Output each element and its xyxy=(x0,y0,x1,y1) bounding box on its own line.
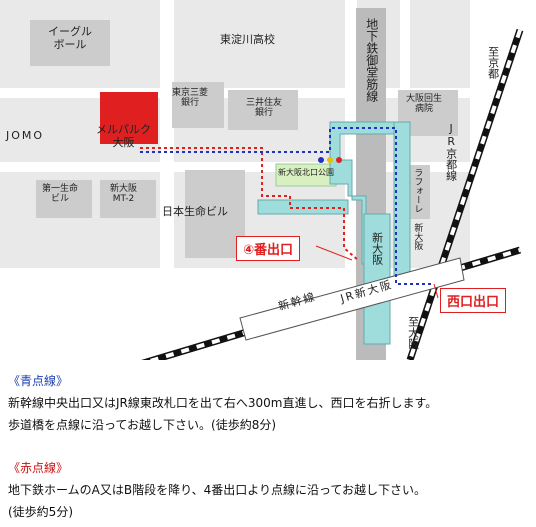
access-map xyxy=(0,0,524,360)
label-higashi-yodogawa-hs: 東淀川高校 xyxy=(220,33,275,46)
label-laforet: ラフォーレ 新大阪 xyxy=(412,168,423,250)
road-horizontal-2 xyxy=(0,162,470,172)
building-nissay xyxy=(185,170,245,258)
building-mt2 xyxy=(100,180,156,218)
west-exit-box: 西口出口 xyxy=(440,288,507,313)
label-jomo: JOMO xyxy=(6,129,45,142)
label-station: 新大阪 xyxy=(370,232,384,265)
west-exit-leader xyxy=(433,283,439,299)
building-eagle xyxy=(30,20,110,66)
building-daiichi xyxy=(36,180,92,218)
red-route-line2: (徒歩約5分) xyxy=(8,505,73,519)
label-mitsui-sumitomo: 三井住友 銀行 xyxy=(246,98,283,119)
building-tokyo-mitsubishi xyxy=(172,82,224,128)
label-mt2: 新大阪 MT-2 xyxy=(110,184,138,205)
label-eagle-ball: イーグル ボール xyxy=(48,25,92,51)
label-to-kyoto: 至京都 xyxy=(486,46,500,79)
blue-route-line1: 新幹線中央出口又はJR線東改札口を出て右へ300m直進し、西口を右折します。 xyxy=(8,396,438,410)
road-vertical-1 xyxy=(160,0,174,268)
jr-road xyxy=(239,257,465,341)
blue-route-heading: 《青点線》 xyxy=(8,374,69,388)
exit-4-box: ④番出口 xyxy=(236,236,301,261)
exit4-leader xyxy=(315,245,353,261)
marker-red xyxy=(336,157,342,163)
label-melparque: メルパルク 大阪 xyxy=(96,123,151,149)
red-route-line1: 地下鉄ホームのA又はB階段を降り、4番出口より点線に沿ってお越し下さい。 xyxy=(8,483,427,497)
building-melparque xyxy=(100,92,158,144)
label-tokyo-mitsubishi: 東京三菱 銀行 xyxy=(172,88,209,109)
building-mitsui-sumitomo xyxy=(228,90,298,130)
label-north-park: 新大阪北口公園 xyxy=(278,168,334,177)
label-nissay: 日本生命ビル xyxy=(162,205,228,218)
label-to-osaka: 至大阪 xyxy=(406,316,420,349)
label-hospital: 大阪回生 病院 xyxy=(406,94,443,115)
blue-route-line2: 歩道橋を点線に沿ってお越し下さい。(徒歩約8分) xyxy=(8,418,277,432)
label-daiichi: 第一生命 ビル xyxy=(42,184,79,205)
blue-route xyxy=(140,127,434,285)
marker-yellow xyxy=(327,157,333,163)
railway-jr-kyoto xyxy=(406,28,524,360)
bridge-east xyxy=(393,121,411,293)
label-subway-line: 地下鉄御堂筋線 xyxy=(364,18,379,102)
red-route-heading: 《赤点線》 xyxy=(8,461,69,475)
marker-blue xyxy=(318,157,324,163)
red-route xyxy=(140,147,359,261)
label-jr-kyoto-line: JR京都線 xyxy=(444,122,458,181)
